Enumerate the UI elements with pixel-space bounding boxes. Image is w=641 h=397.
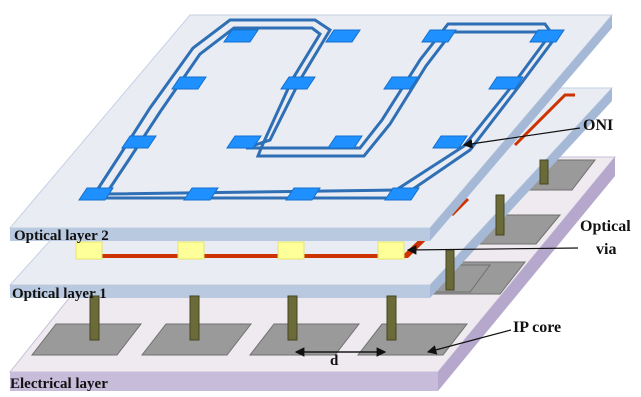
tsv-pillar — [89, 295, 100, 341]
oni-node — [285, 187, 321, 201]
optical-via-row — [75, 93, 575, 260]
optical-layer-2-label: Optical layer 2 — [14, 228, 109, 244]
oni-node — [529, 29, 565, 43]
oni-node — [327, 135, 363, 149]
oni-node — [384, 187, 420, 201]
tsv-pillars — [89, 159, 549, 341]
optical-via-label-line1: Optical — [580, 218, 631, 235]
tsv-pillar — [495, 194, 505, 236]
oni-node — [383, 76, 419, 90]
oni-node — [226, 135, 262, 149]
optical-via-pad — [377, 241, 405, 260]
tsv-pillar — [539, 159, 549, 185]
ip-core-label: IP core — [513, 319, 562, 336]
distance-d-label: d — [330, 353, 339, 369]
oni-node — [223, 29, 259, 43]
oni-callout-arrow — [462, 127, 581, 149]
oni-node — [280, 76, 316, 90]
tsv-pillar — [445, 249, 455, 291]
optical-layer-2 — [8, 14, 614, 241]
oni-node — [421, 29, 457, 43]
optical-via-label-line2: via — [596, 241, 617, 258]
oni-node — [432, 135, 468, 149]
ip-core-tile — [30, 323, 143, 356]
oni-node — [325, 29, 361, 43]
optical-via-pad — [75, 241, 103, 260]
electrical-layer-label: Electrical layer — [10, 376, 108, 392]
optical-via-line — [513, 93, 575, 147]
oni-nodes — [78, 29, 565, 201]
oni-label: ONI — [583, 117, 614, 134]
oni-node — [171, 76, 207, 90]
callout-arrows — [406, 127, 581, 355]
ip-core-tile — [248, 323, 361, 356]
optical-via-pad — [277, 241, 305, 260]
optical-via-pad — [177, 241, 205, 260]
optical-via-line — [450, 197, 470, 217]
optical-via-callout-arrow — [406, 245, 579, 255]
optical-layer-1-label: Optical layer 1 — [12, 286, 107, 302]
oni-node — [78, 187, 114, 201]
tsv-pillar — [386, 295, 397, 341]
tsv-pillar — [189, 295, 200, 341]
oni-node — [488, 76, 524, 90]
oni-node — [183, 187, 219, 201]
tsv-pillar — [287, 295, 298, 341]
ip-core-callout-arrow — [426, 329, 512, 355]
oni-node — [121, 135, 157, 149]
